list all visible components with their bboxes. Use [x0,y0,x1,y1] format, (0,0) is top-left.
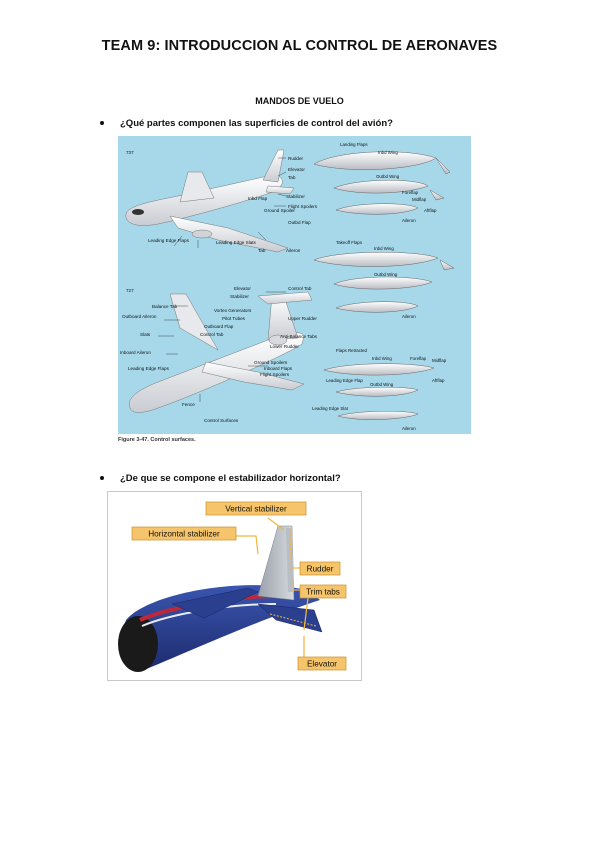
label-stabilizer: Stabilizer [286,194,305,199]
label-727-stabilizer: Stabilizer [230,294,249,299]
bullet-icon [100,121,104,125]
label-rudder: Rudder [299,561,341,576]
bullet-icon [100,476,104,480]
label-elevator: Elevator [297,656,347,671]
label-foreflap-2: Foreflap [410,356,427,361]
question-text: ¿Qué partes componen las superficies de … [120,118,393,129]
control-surfaces-figure: 737 Rudder Elevator Tab Stabilizer Inbd … [118,136,471,434]
label-flaps-retracted: Flaps Retracted [336,348,368,353]
label-trim-tabs-text: Trim tabs [306,588,340,597]
label-outboard-aileron: Outboard Aileron [122,314,157,319]
page-title: TEAM 9: INTRODUCCION AL CONTROL DE AERON… [101,38,498,54]
label-rudder-text: Rudder [307,565,334,574]
vertical-stabilizer-shape [257,525,295,601]
label-elevator-text: Elevator [307,660,337,669]
label-inboard-aileron: Inboard Aileron [120,350,151,355]
label-vertical-stabilizer: Vertical stabilizer [205,501,307,516]
label-foreflap: Foreflap [402,190,419,195]
control-surfaces-illustration: 737 Rudder Elevator Tab Stabilizer Inbd … [120,142,455,431]
airfoil-sections [313,151,455,420]
label-landing-flaps: Landing Flaps [340,142,368,147]
label-takeoff-flaps: Takeoff Flaps [336,240,363,245]
label-aileron: Aileron [286,248,301,253]
label-aftflap-2: Aftflap [432,378,445,383]
label-inboard-flaps: Inboard Flaps [264,366,293,371]
model-737-label: 737 [126,150,134,155]
label-outbd-wing-3: Outbd Wing [370,382,394,387]
label-anti-balance-tabs: Anti-Balance Tabs [280,334,318,339]
label-tab-2: Tab [258,248,266,253]
label-vortex-generators: Vortex Generators [214,308,252,313]
label-aftflap: Aftflap [424,208,437,213]
label-rudder: Rudder [288,156,304,161]
label-leading-edge-slats: Leading Edge Slats [216,240,257,245]
label-727-control-tab-2: Control Tab [200,332,224,337]
label-727-control-tab: Control Tab [288,286,312,291]
label-outbd-flap: Outbd Flap [288,220,311,225]
label-balance-tab: Balance Tab [152,304,178,309]
label-inbd-wing-3: Inbd Wing [372,356,392,361]
label-flight-spoilers: Flight Spoilers [288,204,318,209]
label-727-elevator: Elevator [234,286,251,291]
tail-illustration: Vertical stabilizer Horizontal stabilize… [118,501,347,672]
figure-caption: Figure 3-47. Control surfaces. [118,437,196,443]
label-section-aileron-2: Aileron [402,314,416,319]
label-leading-edge-flap: Leading Edge Flap [326,378,363,383]
label-inbd-wing: Inbd Wing [378,150,398,155]
label-slats: Slats [140,332,151,337]
label-upper-rudder: Upper Rudder [288,316,317,321]
label-inbd-flap: Inbd Flap [248,196,268,201]
model-727-label: 727 [126,288,134,293]
leader-lines [158,157,287,402]
boeing-727-drawing [128,291,313,413]
question-text: ¿De que se compone el estabilizador hori… [120,473,341,484]
label-horizontal-stabilizer-text: Horizontal stabilizer [148,530,220,539]
label-section-aileron-3: Aileron [402,426,416,431]
label-pitot-tubes: Pitot Tubes [222,316,246,321]
label-elevator: Elevator [288,167,305,172]
label-ground-spoilers: Ground Spoilers [254,360,288,365]
label-ground-spoiler: Ground Spoiler [264,208,295,213]
label-vertical-stabilizer-text: Vertical stabilizer [225,505,287,514]
callout-lines [236,517,309,660]
label-midflap: Midflap [412,197,427,202]
label-horizontal-stabilizer: Horizontal stabilizer [131,526,237,541]
figure-footer: Control Surfaces [204,418,239,423]
label-outbd-wing: Outbd Wing [376,174,400,179]
label-outbd-wing-2: Outbd Wing [374,272,398,277]
label-leading-edge-flaps: Leading Edge Flaps [148,238,190,243]
boeing-737-drawing [125,149,295,253]
label-inbd-wing-2: Inbd Wing [374,246,394,251]
label-lower-rudder: Lower Rudder [270,344,299,349]
label-midflap-2: Midflap [432,358,447,363]
label-trim-tabs: Trim tabs [299,584,347,599]
label-section-aileron: Aileron [402,218,416,223]
label-tab: Tab [288,175,296,180]
label-727-leading-edge-flaps: Leading Edge Flaps [128,366,170,371]
label-outboard-flap: Outboard Flap [204,324,234,329]
label-fence: Fence [182,402,195,407]
label-727-flight-spoilers: Flight Spoilers [260,372,290,377]
stabilizer-figure: Vertical stabilizer Horizontal stabilize… [107,491,362,681]
label-leading-edge-slat: Leading Edge Slat [312,406,349,411]
section-heading: MANDOS DE VUELO [255,96,344,106]
